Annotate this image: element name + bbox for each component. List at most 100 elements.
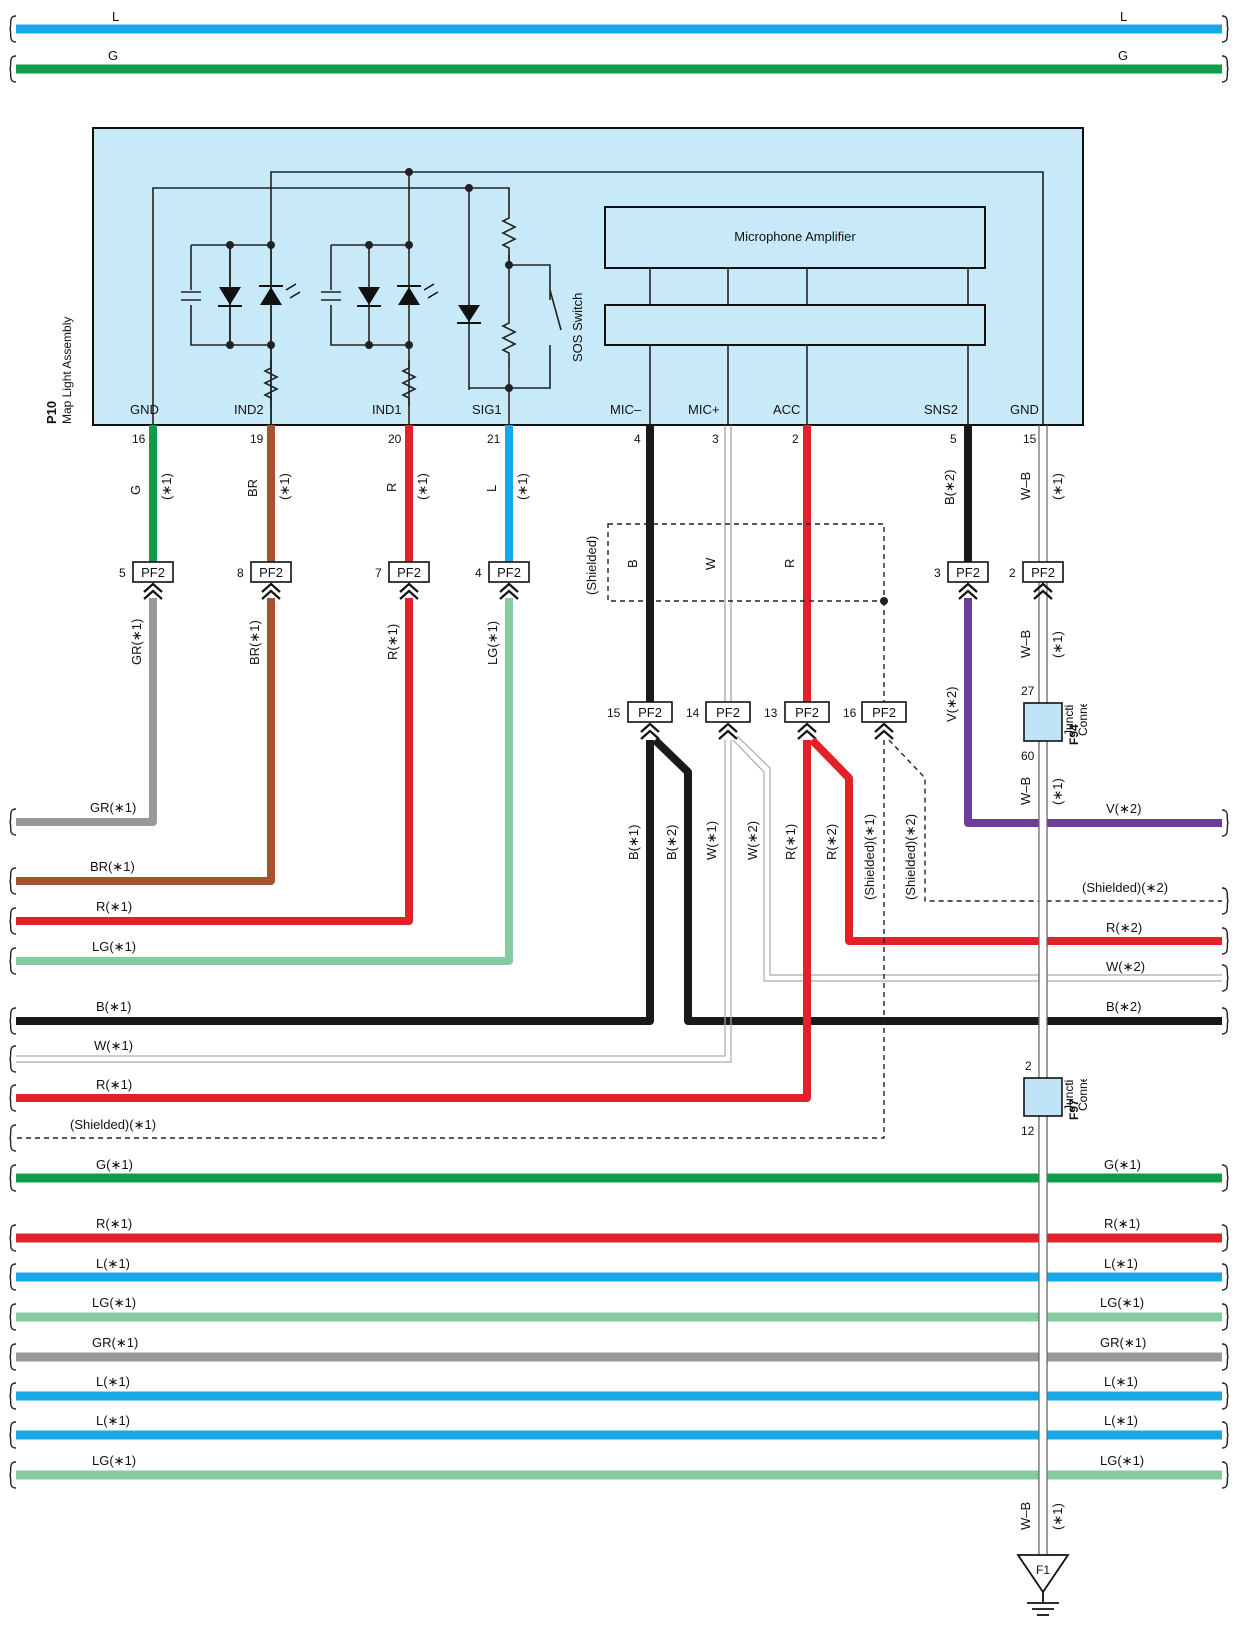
- terminal-name: IND2: [234, 402, 264, 417]
- left-routed-wires: [16, 598, 1222, 965]
- connector-pf2: PF2 13: [764, 701, 830, 723]
- wire-label: LG(∗1): [92, 939, 136, 954]
- bus-label: G: [108, 48, 118, 63]
- wire-label: G: [128, 485, 143, 495]
- wire-label: B: [625, 559, 640, 568]
- left-wire-labels: GR(∗1) BR(∗1) R(∗1) LG(∗1) B(∗1) W(∗1) R…: [9, 800, 156, 1152]
- shielded-label: (Shielded): [584, 536, 599, 595]
- bus-label: G: [1118, 48, 1128, 63]
- junction-id: F97: [1067, 1099, 1081, 1120]
- wire-note: (∗1): [159, 473, 174, 500]
- bus-label: L(∗1): [1104, 1256, 1138, 1271]
- junction-connector-box: [1023, 702, 1063, 742]
- connector-pin: 2: [1009, 566, 1016, 580]
- connector-label: PF2: [497, 565, 521, 580]
- connector-pin: 16: [843, 706, 857, 720]
- chevron-icon: [717, 722, 739, 741]
- bus-label: LG(∗1): [92, 1453, 136, 1468]
- wire-label: GR(∗1): [90, 800, 136, 815]
- pin-number: 15: [1023, 432, 1037, 446]
- wire-label: B(∗1): [96, 999, 131, 1014]
- wire-note: (∗1): [415, 473, 430, 500]
- wire-label: BR: [245, 479, 260, 497]
- terminal-names: GND IND2 IND1 SIG1 MIC– MIC+ ACC SNS2 GN…: [130, 402, 1039, 417]
- wire-B1: [16, 740, 654, 1025]
- wire-note: (∗1): [1050, 631, 1065, 658]
- pin-number: 3: [712, 432, 719, 446]
- bus-label: L: [112, 9, 119, 24]
- wire-label: R(∗2): [1106, 920, 1142, 935]
- chevron-icon: [260, 582, 282, 601]
- bus-label: LG(∗1): [92, 1295, 136, 1310]
- ground-f1: W–B (∗1) F1: [1016, 1502, 1070, 1616]
- wire-label: V(∗2): [1106, 801, 1141, 816]
- connector-pin: 3: [934, 566, 941, 580]
- terminal-name: GND: [1010, 402, 1039, 417]
- wire-label: (Shielded)(∗1): [862, 814, 877, 900]
- chevron-icon: [498, 582, 520, 601]
- connector-pf2: PF2 8: [237, 561, 292, 583]
- wire-note: (∗1): [515, 473, 530, 500]
- upper-wires: [149, 425, 1048, 1555]
- microphone-amplifier: [604, 206, 986, 269]
- connector-pf2: PF2 4: [475, 561, 530, 583]
- wire-label: B(∗2): [664, 825, 679, 860]
- connector-label: PF2: [956, 565, 980, 580]
- connector-label: PF2: [795, 705, 819, 720]
- terminal-name: GND: [130, 402, 159, 417]
- bus-label: L(∗1): [96, 1413, 130, 1428]
- connector-pf2: PF2 15: [607, 701, 673, 723]
- connector-label: PF2: [1031, 565, 1055, 580]
- bottom-bus: G(∗1) G(∗1) R(∗1) R(∗1) L(∗1) L(∗1) LG(∗…: [9, 1157, 1229, 1489]
- terminal-name: MIC–: [610, 402, 642, 417]
- wire-label: (Shielded)(∗2): [903, 814, 918, 900]
- wire-GR: [16, 598, 157, 826]
- wire-label: B(∗1): [626, 825, 641, 860]
- wire-label: B(∗2): [942, 470, 957, 505]
- terminal-name: SNS2: [924, 402, 958, 417]
- pin-number: 16: [132, 432, 146, 446]
- bus-label: L(∗1): [96, 1256, 130, 1271]
- wire-label: W(∗2): [745, 821, 760, 860]
- connector-label: PF2: [141, 565, 165, 580]
- wire-label: (Shielded)(∗2): [1082, 880, 1168, 895]
- connector-label: PF2: [259, 565, 283, 580]
- connector-pf2: PF2 7: [375, 561, 430, 583]
- wire-BR: [16, 598, 275, 885]
- bus-label: G(∗1): [96, 1157, 133, 1172]
- connector-pf2: PF2 2: [1009, 561, 1064, 583]
- connector-pf2: PF2 16: [843, 701, 907, 723]
- pin-number: 20: [388, 432, 402, 446]
- junction-pin: 60: [1021, 749, 1035, 763]
- wire-note: (∗1): [1050, 1503, 1065, 1530]
- bus-label: L(∗1): [96, 1374, 130, 1389]
- wire-label: R(∗1): [96, 1077, 132, 1092]
- pin-number: 4: [634, 432, 641, 446]
- bus-label: L(∗1): [1104, 1374, 1138, 1389]
- map-light-assembly: P10 Map Light Assembly: [44, 127, 1084, 426]
- connector-pf2: PF2 5: [119, 561, 174, 583]
- wire-label: BR(∗1): [247, 620, 262, 665]
- wire-B2: [652, 737, 1222, 1025]
- top-bus: L L G G: [9, 9, 1229, 83]
- chevron-icon: [957, 582, 979, 601]
- bus-label: LG(∗1): [1100, 1453, 1144, 1468]
- wire-label: W–B: [1018, 777, 1033, 805]
- wire-label: R: [384, 483, 399, 492]
- junction-id: F94: [1067, 724, 1081, 745]
- wire-note: (∗1): [1050, 473, 1065, 500]
- ground-id: F1: [1036, 1563, 1050, 1577]
- connector-pin: 14: [686, 706, 700, 720]
- wire-note: (∗1): [277, 473, 292, 500]
- wire-label: W–B: [1018, 472, 1033, 500]
- connector-pin: 13: [764, 706, 778, 720]
- junction-f97: 2 12 F97 Junction Connector: [1021, 1059, 1090, 1138]
- junction-dots: [226, 168, 513, 392]
- wire-R2: [809, 737, 1222, 945]
- chevron-icon: [796, 722, 818, 741]
- wire-label: R(∗1): [96, 899, 132, 914]
- terminal-name: MIC+: [688, 402, 719, 417]
- terminal-name: SIG1: [472, 402, 502, 417]
- junction-name: Junction Connector: [1062, 1079, 1090, 1111]
